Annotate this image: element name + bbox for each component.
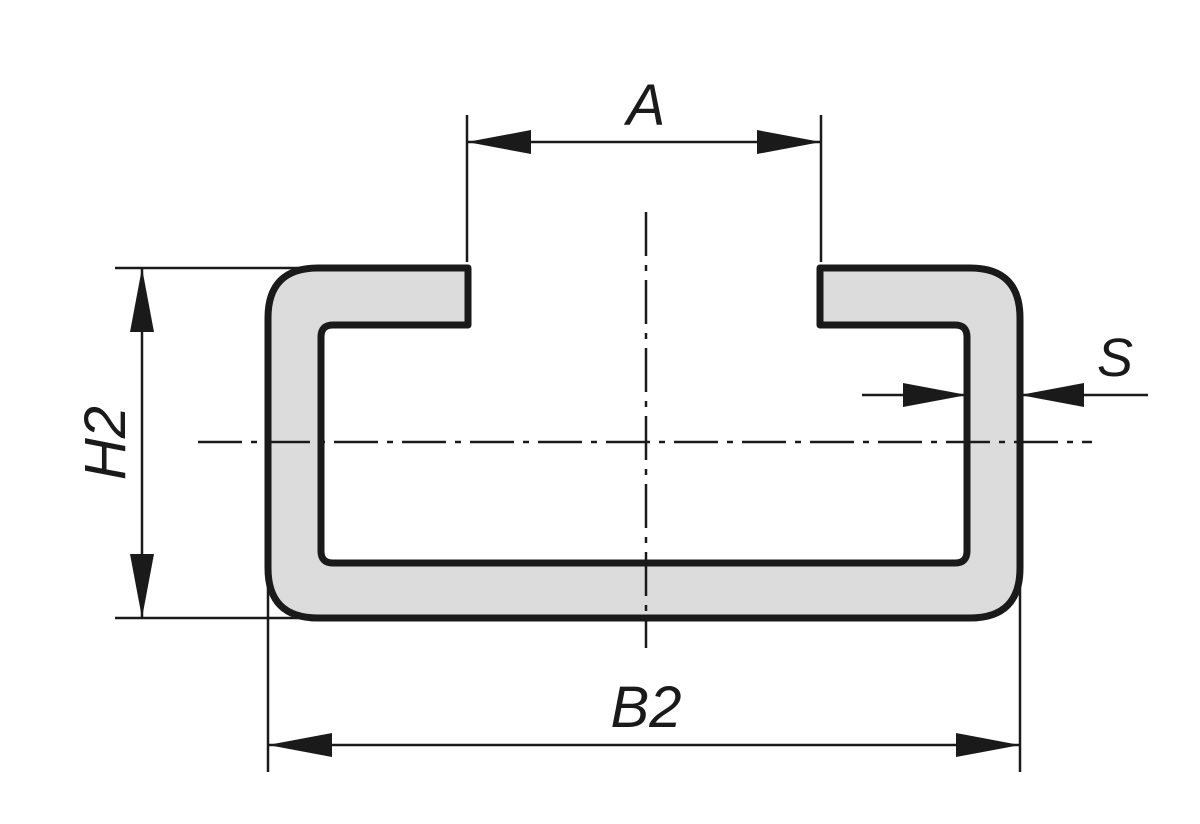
dimension-b2-label: B2: [611, 675, 682, 740]
dimension-b2-arrow-left: [268, 733, 332, 757]
dimension-a-arrow-left: [467, 130, 531, 154]
dimension-s-arrow-right: [1020, 383, 1084, 407]
dimension-h2: H2: [73, 266, 312, 620]
c-channel-profile: [264, 264, 1024, 622]
dimension-s-label: S: [1097, 328, 1133, 388]
dimension-h2-arrow-top: [130, 268, 154, 332]
dimension-s-arrow-left: [903, 383, 967, 407]
dimension-a: A: [465, 73, 823, 262]
dimension-h2-label: H2: [73, 406, 138, 480]
dimension-a-arrow-right: [757, 130, 821, 154]
dimension-b2-arrow-right: [956, 733, 1020, 757]
dimension-s: S: [862, 328, 1148, 407]
dimension-a-label: A: [624, 73, 666, 138]
dimension-h2-arrow-bottom: [130, 554, 154, 618]
dimension-b2: B2: [266, 578, 1022, 772]
